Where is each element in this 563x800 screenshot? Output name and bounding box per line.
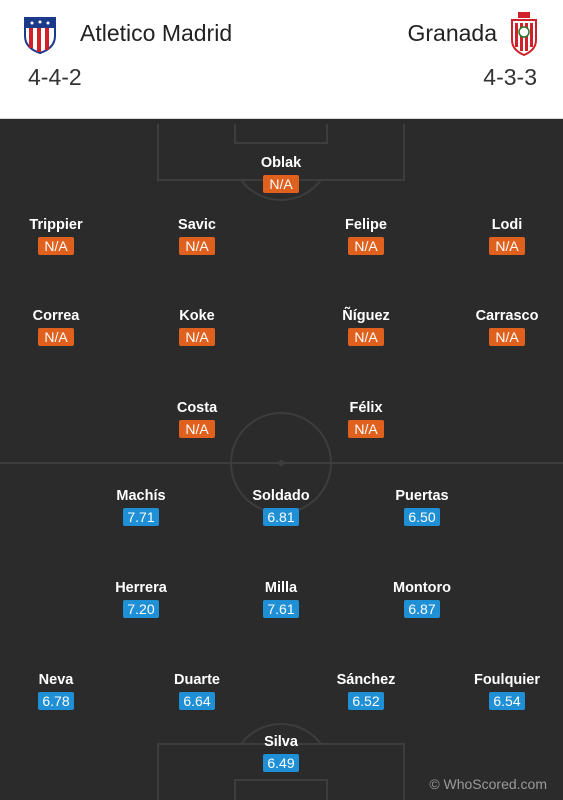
player-name: Milla (264, 580, 298, 596)
player-rating: 7.71 (123, 508, 159, 526)
player-rating: 6.52 (348, 692, 384, 710)
home-team-name[interactable]: Atletico Madrid (80, 20, 233, 46)
player-home-lm[interactable]: Carrasco N/A (447, 307, 563, 347)
player-home-lb[interactable]: Lodi N/A (447, 216, 563, 256)
player-away-gk[interactable]: Silva 6.49 (221, 733, 341, 773)
player-name: Koke (179, 308, 215, 324)
away-formation: 4-3-3 (483, 64, 537, 90)
player-name: Savic (178, 217, 216, 233)
player-name: Félix (349, 400, 383, 416)
player-rating: 7.20 (123, 600, 159, 618)
player-rating: N/A (348, 328, 384, 346)
player-away-fw-1[interactable]: Machís 7.71 (81, 487, 201, 527)
player-name: Puertas (395, 488, 449, 504)
player-name: Trippier (29, 217, 83, 233)
player-rating: N/A (179, 328, 215, 346)
player-away-mf-2[interactable]: Milla 7.61 (221, 579, 341, 619)
player-name: Neva (38, 672, 74, 688)
player-name: Foulquier (473, 672, 541, 688)
player-rating: 6.78 (38, 692, 74, 710)
player-name: Felipe (345, 217, 387, 233)
player-home-rb[interactable]: Trippier N/A (0, 216, 116, 256)
player-name: Duarte (174, 672, 220, 688)
player-home-cm-1[interactable]: Koke N/A (137, 307, 257, 347)
player-rating: N/A (179, 237, 215, 255)
player-rating: 6.64 (179, 692, 215, 710)
pitch-markings (0, 124, 563, 800)
player-away-fw-2[interactable]: Soldado 6.81 (221, 487, 341, 527)
player-rating: N/A (489, 328, 525, 346)
player-name: Soldado (252, 488, 310, 504)
player-home-gk[interactable]: Oblak N/A (221, 154, 341, 194)
player-rating: N/A (489, 237, 525, 255)
match-header: Atletico Madrid 4-4-2 Granada 4-3-3 (0, 0, 563, 119)
player-home-st-2[interactable]: Félix N/A (306, 399, 426, 439)
player-home-cb-2[interactable]: Felipe N/A (306, 216, 426, 256)
player-away-mf-3[interactable]: Montoro 6.87 (362, 579, 482, 619)
player-away-df-2[interactable]: Duarte 6.64 (137, 671, 257, 711)
player-rating: N/A (348, 237, 384, 255)
player-rating: 6.50 (404, 508, 440, 526)
player-name: Herrera (115, 580, 167, 596)
player-away-mf-1[interactable]: Herrera 7.20 (81, 579, 201, 619)
away-team-name[interactable]: Granada (407, 20, 497, 46)
player-name: Oblak (260, 155, 302, 171)
player-rating: N/A (38, 237, 74, 255)
player-away-df-3[interactable]: Sánchez 6.52 (306, 671, 426, 711)
player-name: Correa (32, 308, 80, 324)
player-rating: N/A (263, 175, 299, 193)
player-rating: 6.54 (489, 692, 525, 710)
player-name: Ñíguez (342, 308, 390, 324)
player-rating: 6.81 (263, 508, 299, 526)
granada-crest-icon (509, 10, 539, 61)
player-home-rm[interactable]: Correa N/A (0, 307, 116, 347)
whoscored-watermark: © WhoScored.com (429, 776, 547, 792)
player-rating: 6.49 (263, 754, 299, 772)
player-home-cb-1[interactable]: Savic N/A (137, 216, 257, 256)
player-away-df-1[interactable]: Neva 6.78 (0, 671, 116, 711)
player-rating: 6.87 (404, 600, 440, 618)
home-formation: 4-4-2 (28, 64, 82, 90)
player-name: Lodi (491, 217, 523, 233)
pitch: Oblak N/A Trippier N/A Savic N/A Felipe … (0, 124, 563, 800)
player-name: Costa (176, 400, 218, 416)
player-name: Silva (264, 734, 298, 750)
atletico-madrid-crest-icon (22, 12, 58, 59)
player-name: Sánchez (336, 672, 396, 688)
player-home-st-1[interactable]: Costa N/A (137, 399, 257, 439)
player-rating: N/A (38, 328, 74, 346)
player-rating: 7.61 (263, 600, 299, 618)
player-name: Carrasco (475, 308, 539, 324)
player-name: Machís (116, 488, 166, 504)
player-rating: N/A (348, 420, 384, 438)
player-away-df-4[interactable]: Foulquier 6.54 (447, 671, 563, 711)
player-name: Montoro (393, 580, 451, 596)
player-away-fw-3[interactable]: Puertas 6.50 (362, 487, 482, 527)
player-rating: N/A (179, 420, 215, 438)
player-home-cm-2[interactable]: Ñíguez N/A (306, 307, 426, 347)
